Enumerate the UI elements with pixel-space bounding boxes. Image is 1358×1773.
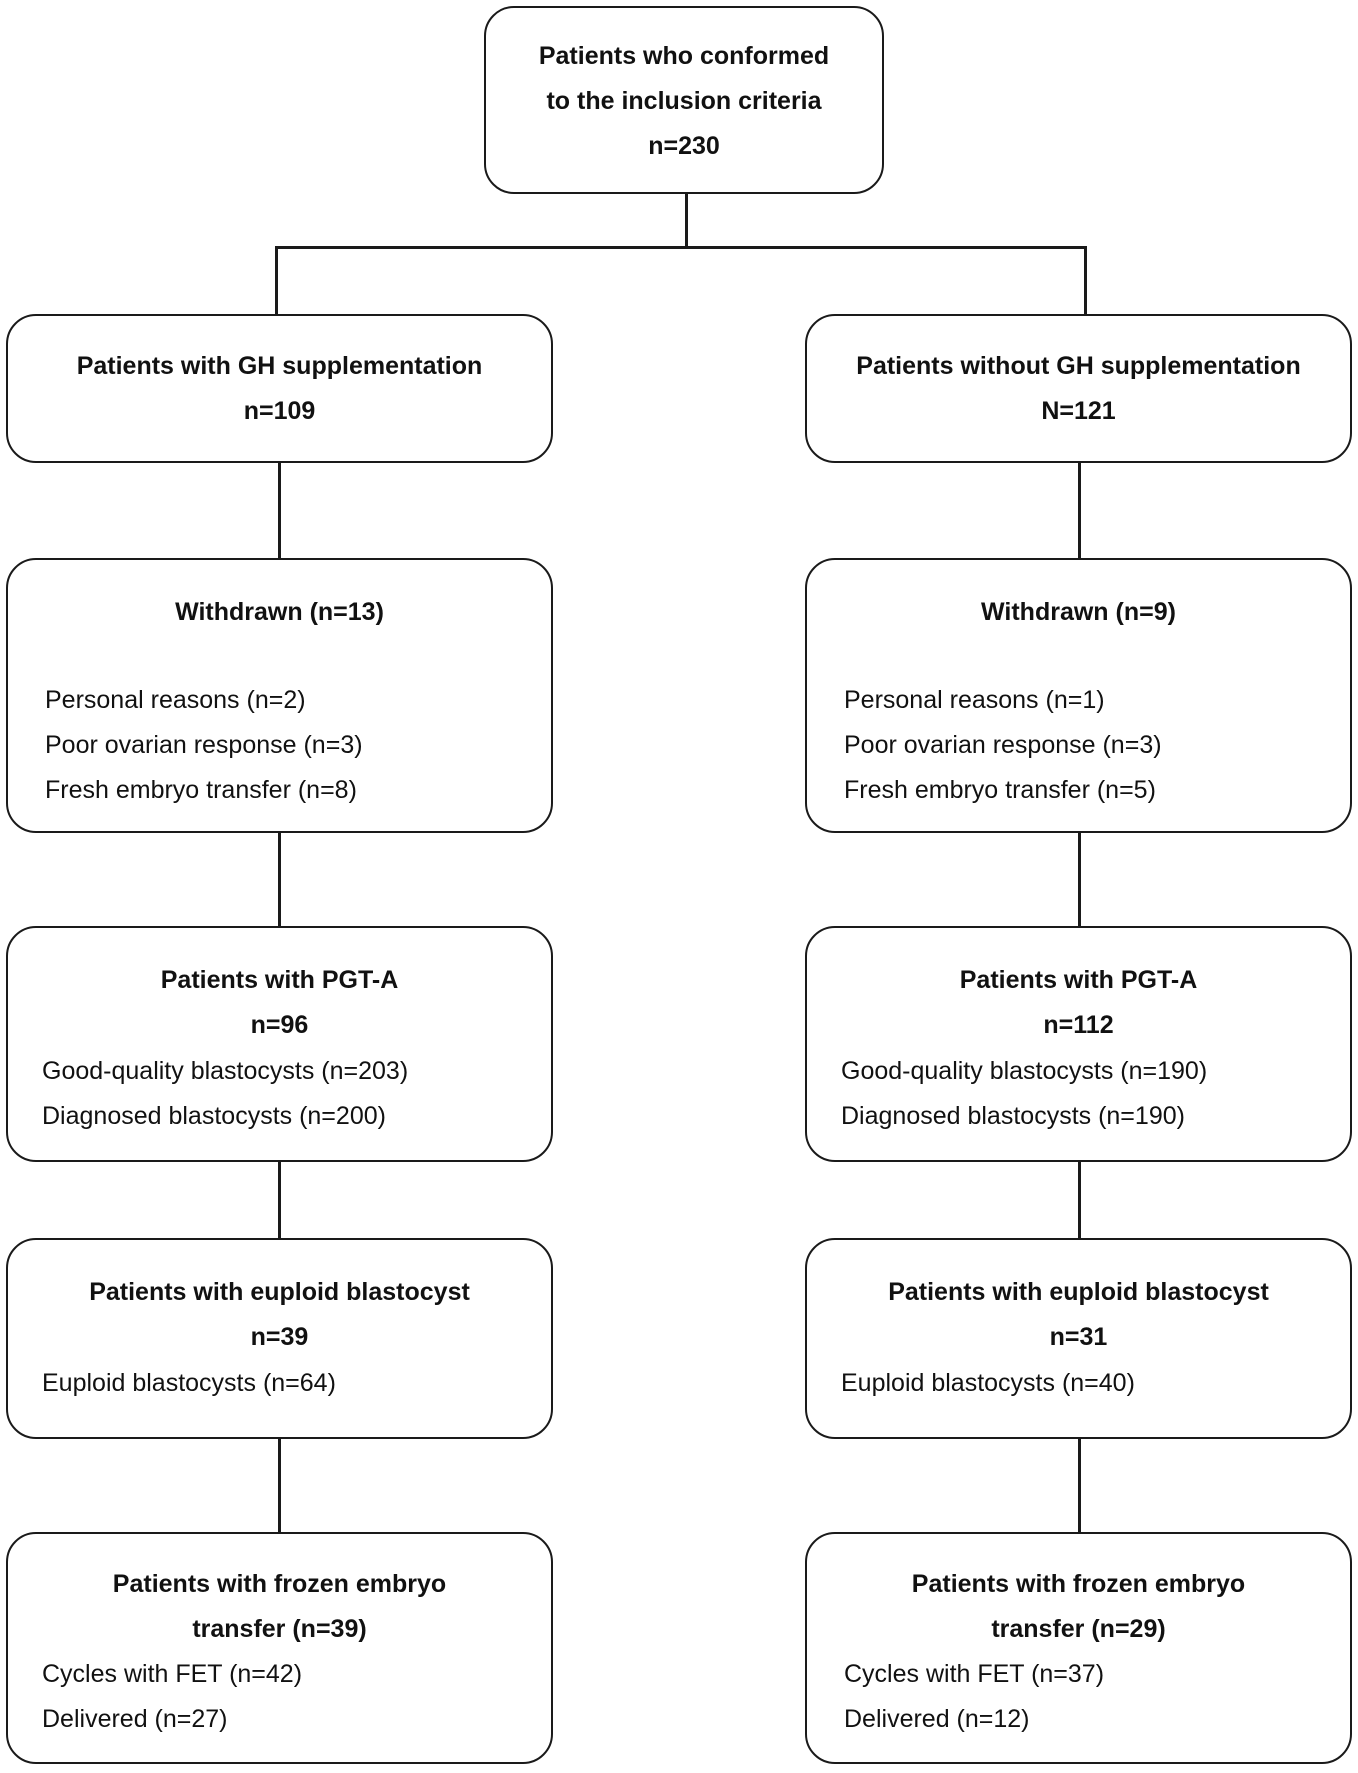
right-connector-4 [1078, 1439, 1081, 1532]
right-connector-1 [1078, 463, 1081, 558]
no-gh-withdrawn-box: Withdrawn (n=9) Personal reasons (n=1) P… [805, 558, 1352, 833]
gh-euploid-count: n=39 [250, 1323, 309, 1351]
left-branch-connector [275, 246, 278, 314]
root-title-line2: to the inclusion criteria [546, 87, 822, 115]
no-gh-euploid-count: n=31 [1049, 1323, 1108, 1351]
gh-withdrawn-item: Poor ovarian response (n=3) [45, 731, 363, 759]
no-gh-pgta-title: Patients with PGT-A [959, 966, 1198, 994]
no-gh-euploid-title: Patients with euploid blastocyst [888, 1278, 1269, 1306]
no-gh-fet-box: Patients with frozen embryo transfer (n=… [805, 1532, 1352, 1764]
left-connector-1 [278, 463, 281, 558]
no-gh-withdrawn-item: Poor ovarian response (n=3) [844, 731, 1162, 759]
gh-group-box: Patients with GH supplementation n=109 [6, 314, 553, 463]
left-connector-2 [278, 833, 281, 926]
no-gh-euploid-box: Patients with euploid blastocyst n=31 Eu… [805, 1238, 1352, 1439]
no-gh-withdrawn-title: Withdrawn (n=9) [981, 598, 1176, 626]
gh-withdrawn-item: Personal reasons (n=2) [45, 686, 306, 714]
gh-euploid-box: Patients with euploid blastocyst n=39 Eu… [6, 1238, 553, 1439]
right-connector-3 [1078, 1162, 1081, 1238]
gh-pgta-item: Diagnosed blastocysts (n=200) [42, 1102, 386, 1130]
gh-withdrawn-title: Withdrawn (n=13) [175, 598, 384, 626]
no-gh-withdrawn-item: Personal reasons (n=1) [844, 686, 1105, 714]
root-down-connector [685, 194, 688, 248]
gh-group-count: n=109 [243, 397, 316, 425]
left-connector-3 [278, 1162, 281, 1238]
gh-pgta-title: Patients with PGT-A [160, 966, 399, 994]
gh-euploid-title: Patients with euploid blastocyst [89, 1278, 470, 1306]
root-count: n=230 [648, 132, 720, 160]
no-gh-fet-title-line1: Patients with frozen embryo [911, 1570, 1246, 1598]
gh-fet-title-line2: transfer (n=39) [192, 1615, 367, 1643]
no-gh-group-count: N=121 [1041, 397, 1116, 425]
gh-pgta-box: Patients with PGT-A n=96 Good-quality bl… [6, 926, 553, 1162]
root-title-line1: Patients who conformed [538, 42, 830, 70]
gh-fet-item: Delivered (n=27) [42, 1705, 228, 1733]
no-gh-fet-item: Cycles with FET (n=37) [844, 1660, 1105, 1688]
no-gh-withdrawn-item: Fresh embryo transfer (n=5) [844, 776, 1156, 804]
gh-fet-item: Cycles with FET (n=42) [42, 1660, 303, 1688]
gh-fet-title-line1: Patients with frozen embryo [112, 1570, 447, 1598]
inclusion-criteria-box: Patients who conformed to the inclusion … [484, 6, 884, 194]
no-gh-euploid-item: Euploid blastocysts (n=40) [841, 1369, 1135, 1397]
no-gh-fet-title-line2: transfer (n=29) [991, 1615, 1166, 1643]
gh-pgta-item: Good-quality blastocysts (n=203) [42, 1057, 409, 1085]
gh-withdrawn-box: Withdrawn (n=13) Personal reasons (n=2) … [6, 558, 553, 833]
branch-horizontal-connector [275, 246, 1086, 249]
gh-pgta-count: n=96 [250, 1011, 309, 1039]
left-connector-4 [278, 1439, 281, 1532]
no-gh-group-box: Patients without GH supplementation N=12… [805, 314, 1352, 463]
right-branch-connector [1084, 246, 1087, 314]
no-gh-pgta-box: Patients with PGT-A n=112 Good-quality b… [805, 926, 1352, 1162]
gh-euploid-item: Euploid blastocysts (n=64) [42, 1369, 336, 1397]
gh-withdrawn-item: Fresh embryo transfer (n=8) [45, 776, 357, 804]
no-gh-pgta-item: Good-quality blastocysts (n=190) [841, 1057, 1208, 1085]
no-gh-fet-item: Delivered (n=12) [844, 1705, 1030, 1733]
no-gh-pgta-item: Diagnosed blastocysts (n=190) [841, 1102, 1185, 1130]
right-connector-2 [1078, 833, 1081, 926]
gh-group-title: Patients with GH supplementation [76, 352, 483, 380]
no-gh-pgta-count: n=112 [1043, 1011, 1114, 1039]
no-gh-group-title: Patients without GH supplementation [856, 352, 1301, 380]
gh-fet-box: Patients with frozen embryo transfer (n=… [6, 1532, 553, 1764]
